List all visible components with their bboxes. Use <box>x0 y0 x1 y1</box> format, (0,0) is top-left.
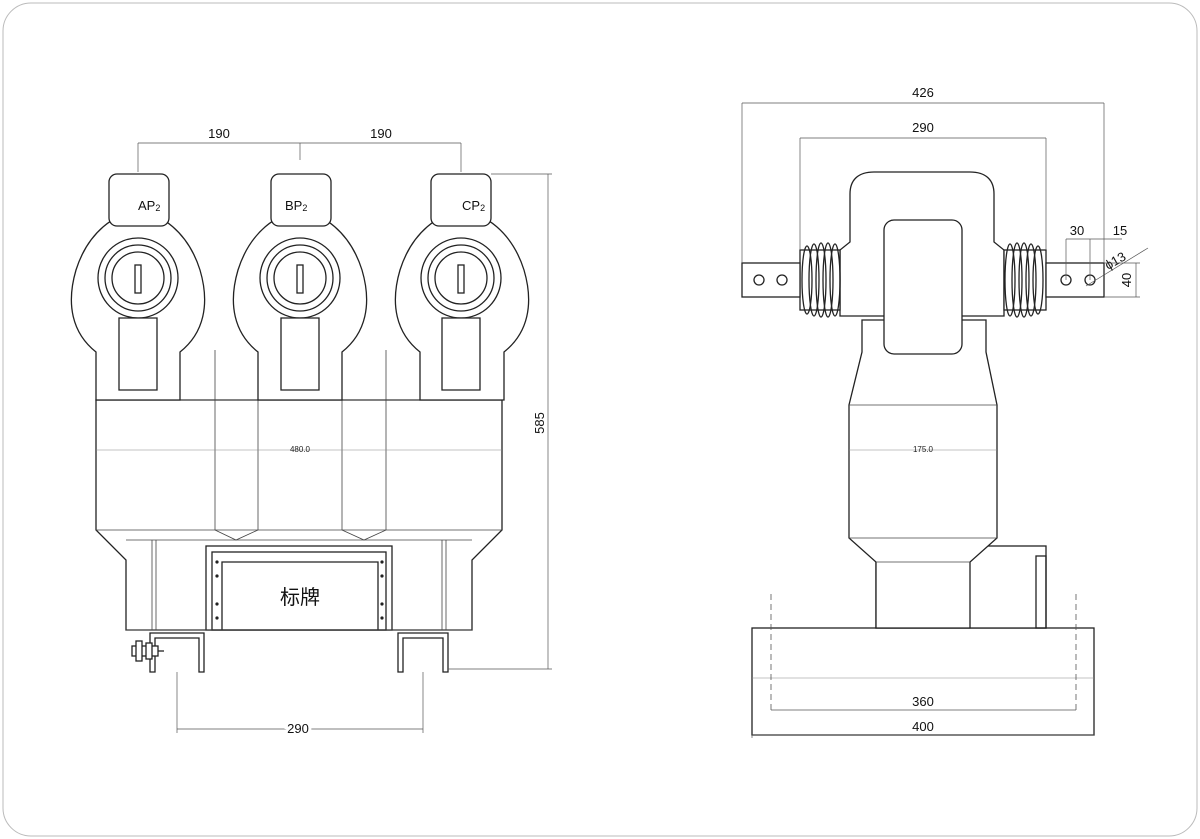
dim-pitch: 190 190 <box>137 126 462 172</box>
dim-busbar-width: 40 <box>1104 262 1140 298</box>
dim-base-outer: 400 <box>912 719 934 734</box>
dim-pitch-right: 190 <box>370 126 392 141</box>
side-base <box>751 627 1095 736</box>
right-busbar <box>1045 262 1105 298</box>
side-inner-width: 175.0 <box>913 445 934 454</box>
terminal-c-label: CP2 <box>462 198 485 213</box>
left-busbar <box>741 262 801 298</box>
front-mount-brackets <box>126 629 472 673</box>
nameplate-label: 标牌 <box>280 585 320 609</box>
dim-holes: 30 15 <box>1065 223 1127 280</box>
side-view: 175.0 <box>741 85 1149 738</box>
front-view: AP2 BP2 CP2 标牌 <box>70 126 552 739</box>
tank-b <box>232 173 368 401</box>
terminal-a-label: AP2 <box>138 198 160 213</box>
dim-height-value: 585 <box>532 412 547 434</box>
nameplate: 标牌 <box>205 545 393 631</box>
dim-busbar-width-value: 40 <box>1119 273 1134 287</box>
tank-c <box>394 173 530 401</box>
dim-mount-value: 290 <box>287 721 309 736</box>
tank-a <box>70 173 206 401</box>
dim-end-margin: 15 <box>1113 223 1127 238</box>
ground-bolt <box>131 640 164 662</box>
dim-hole-diameter-value: 13 <box>1108 249 1128 269</box>
dim-bushing-span-value: 290 <box>912 120 934 135</box>
left-bushing <box>799 242 841 318</box>
dim-mount: 290 <box>176 672 424 739</box>
front-inner-width: 480.0 <box>290 445 311 454</box>
terminal-b-label: BP2 <box>285 198 307 213</box>
dim-overall: 426 <box>741 85 1105 263</box>
right-bushing <box>1003 242 1047 318</box>
dim-height: 585 <box>448 173 552 670</box>
dim-bushing-span: 290 <box>799 120 1047 250</box>
dim-base-inner: 360 <box>912 694 934 709</box>
dim-overall-value: 426 <box>912 85 934 100</box>
dim-base: 360 400 <box>751 694 1094 738</box>
dim-pitch-left: 190 <box>208 126 230 141</box>
dim-hole-pitch: 30 <box>1070 223 1084 238</box>
